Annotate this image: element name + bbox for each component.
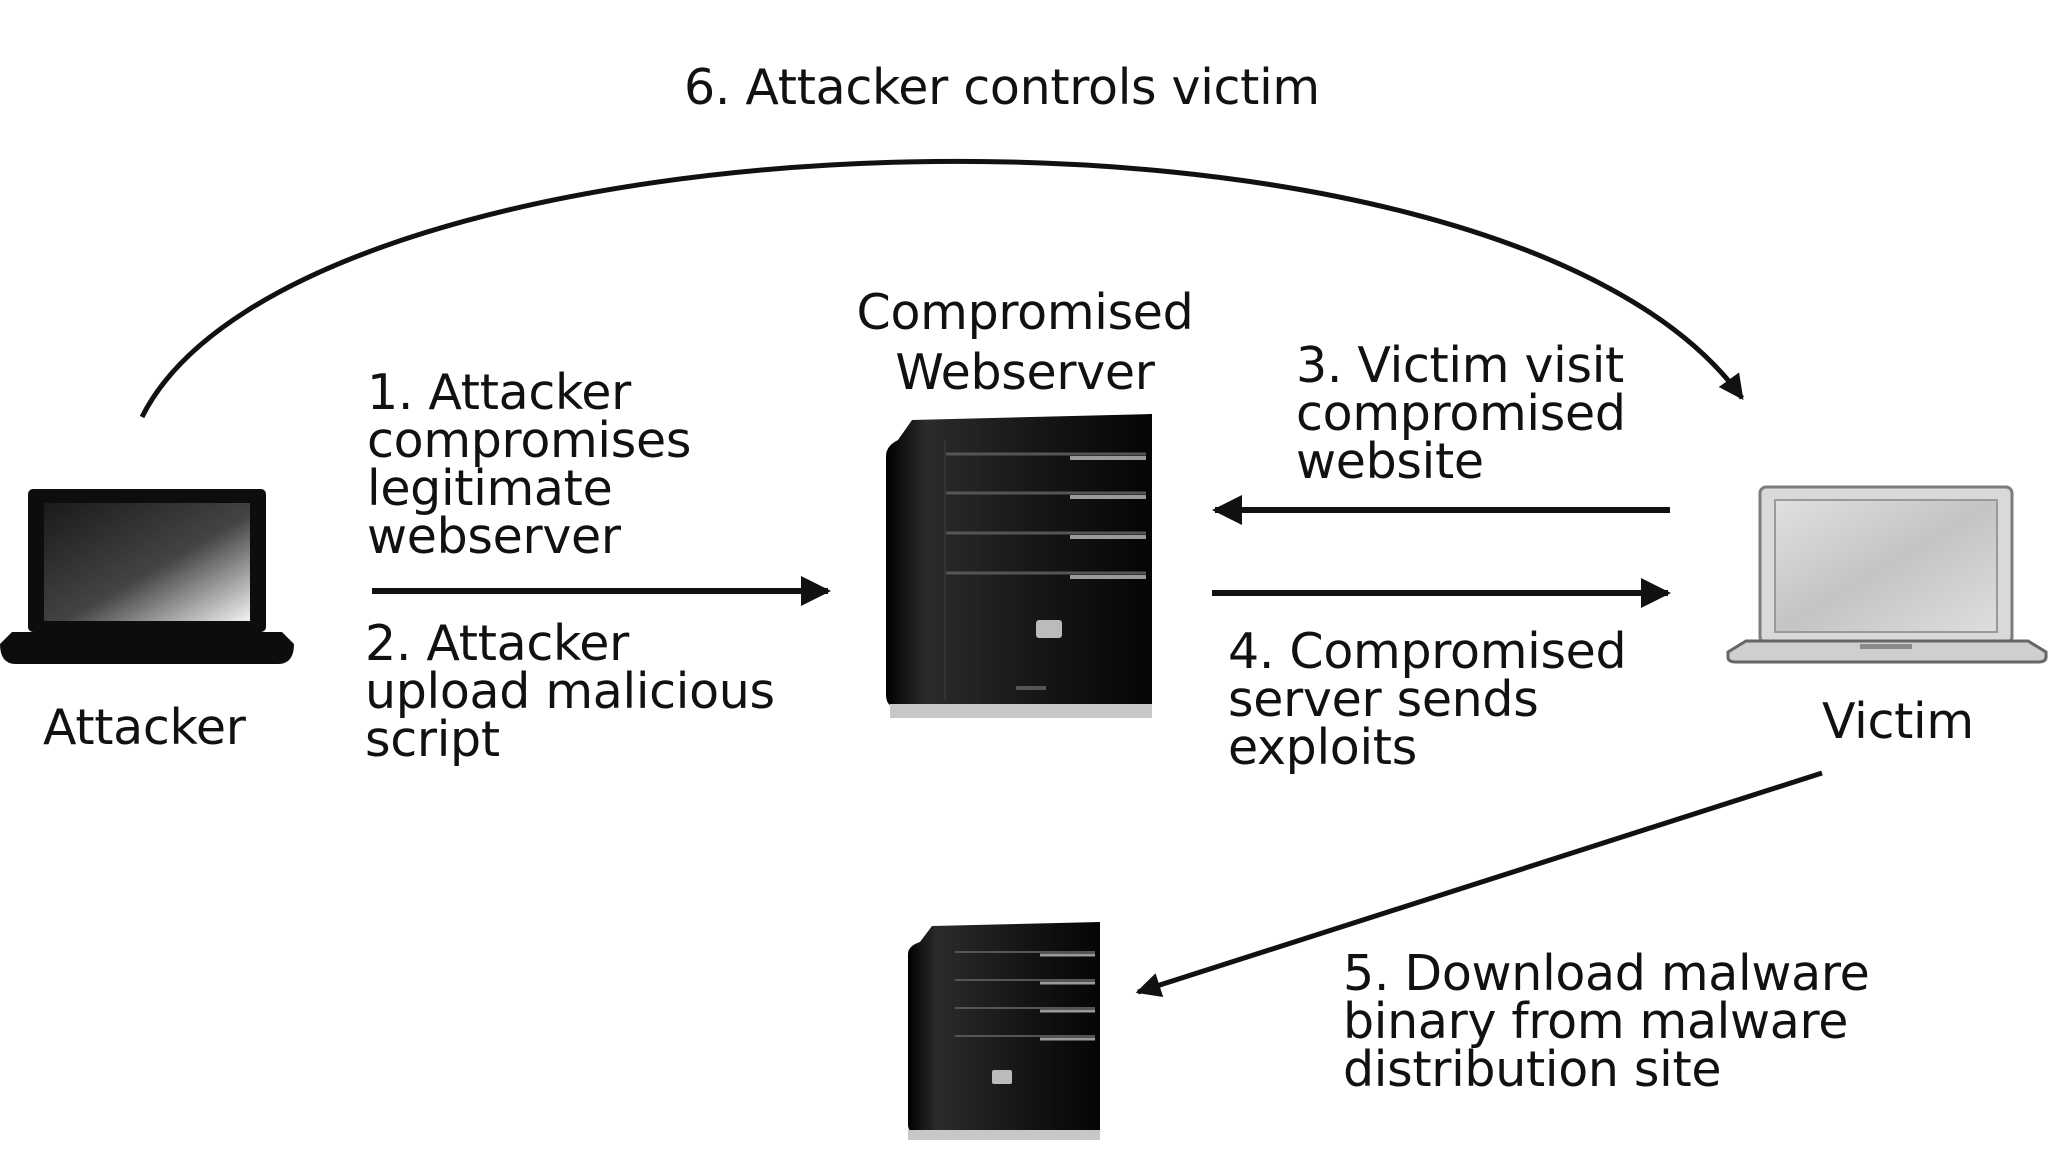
step-5-line: binary from malware: [1343, 993, 1849, 1050]
step-4-label: 4. Compromised server sends exploits: [1228, 623, 1627, 776]
step-4-line: 4. Compromised: [1228, 623, 1627, 680]
compromised-server-icon: [886, 414, 1152, 718]
victim-laptop-icon: [1726, 485, 2048, 664]
download-arrow: [1135, 770, 1823, 998]
step-1-line: 1. Attacker: [367, 364, 631, 421]
step-2-label: 2. Attacker upload malicious script: [365, 615, 775, 768]
step-2-line: 2. Attacker: [365, 615, 629, 672]
server-title-line-2: Webserver: [895, 344, 1155, 401]
step-1-label: 1. Attacker compromises legitimate webse…: [367, 364, 692, 565]
step-5-label: 5. Download malware binary from malware …: [1343, 945, 1870, 1098]
step-3-line: compromised: [1296, 385, 1626, 442]
step-2-line: script: [365, 711, 500, 768]
step-4-line: server sends: [1228, 671, 1539, 728]
step-6-label: 6. Attacker controls victim: [684, 59, 1320, 116]
control-arc-arrow: [139, 158, 1745, 419]
step-3-label: 3. Victim visit compromised website: [1296, 337, 1626, 490]
step-3-line: 3. Victim visit: [1296, 337, 1624, 394]
step-4-line: exploits: [1228, 719, 1417, 776]
server-title-line-1: Compromised: [856, 284, 1194, 341]
attacker-laptop-icon: [0, 489, 294, 664]
victim-label: Victim: [1822, 693, 1974, 750]
step-1-line: compromises: [367, 412, 692, 469]
step-1-line: legitimate: [367, 460, 613, 517]
step-1-line: webserver: [367, 508, 621, 565]
step-5-line: 5. Download malware: [1343, 945, 1870, 1002]
server-title: Compromised Webserver: [830, 283, 1220, 403]
step-5-line: distribution site: [1343, 1041, 1722, 1098]
step-2-line: upload malicious: [365, 663, 775, 720]
step-3-line: website: [1296, 433, 1484, 490]
attacker-label: Attacker: [43, 699, 246, 756]
malware-server-icon: [908, 922, 1100, 1140]
